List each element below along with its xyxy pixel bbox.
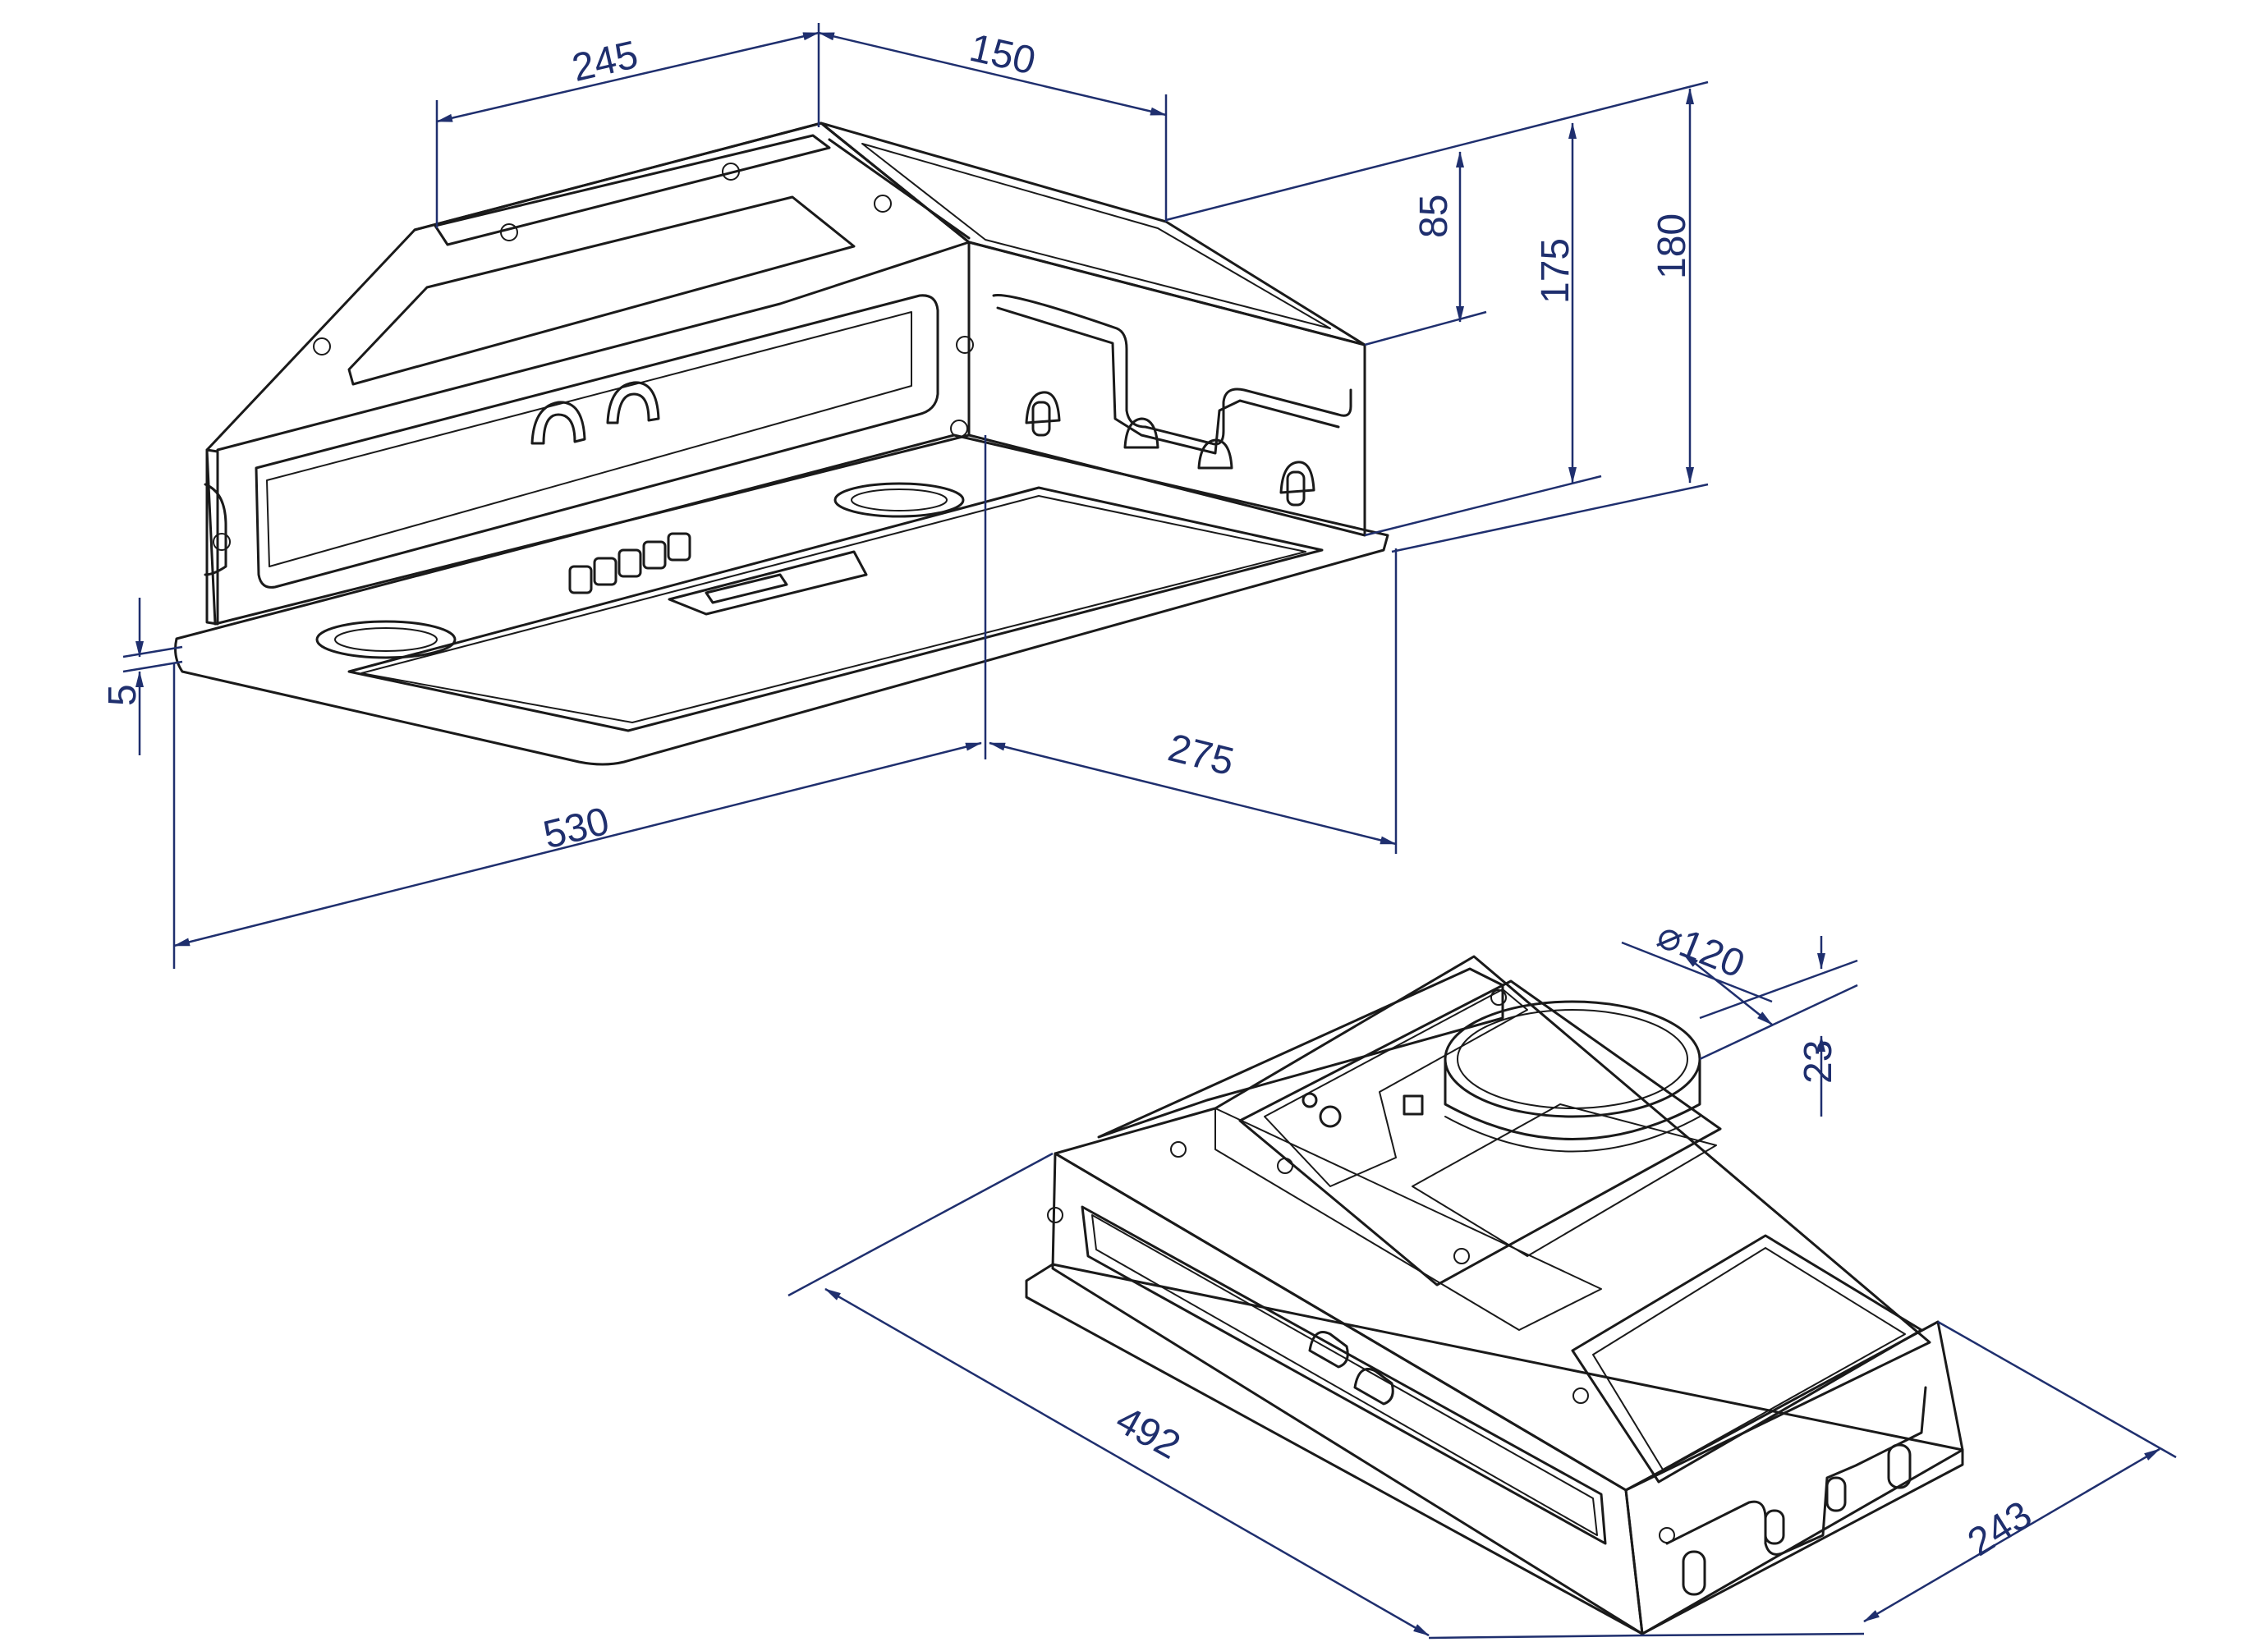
light-left (315, 620, 457, 659)
body-side (1624, 1320, 1964, 1635)
screws-bottom (1047, 989, 1675, 1543)
right-roof (820, 122, 1366, 346)
duct-top (1444, 1000, 1701, 1118)
top-view (174, 122, 1389, 766)
end-plate-left (205, 448, 219, 626)
roof-right (1571, 1234, 1923, 1484)
roof-left (1097, 967, 1504, 1139)
hook-2 (606, 381, 660, 424)
dim-530: 530 (539, 800, 614, 858)
oval-1 (1682, 1550, 1706, 1596)
control-buttons (568, 532, 691, 594)
top-crown (434, 134, 831, 246)
hook-4 (1279, 461, 1315, 494)
hook-6 (1197, 438, 1233, 470)
dimension-lines (122, 23, 2177, 1640)
left-body (205, 122, 971, 626)
screws (213, 163, 974, 551)
top-plate (1238, 979, 1722, 1287)
hook-5 (1123, 417, 1159, 449)
dim-duct-diameter: ⌀120 (1651, 913, 1751, 987)
body-top (1054, 955, 1931, 1492)
control-slot (668, 550, 868, 616)
filter-panel (347, 486, 1324, 732)
hook-1 (530, 401, 586, 445)
dim-175: 175 (1534, 238, 1577, 304)
dim-275: 275 (1164, 726, 1238, 784)
dim-245: 245 (568, 33, 642, 90)
dimension-labels: 245 150 85 175 180 5 530 275 ⌀120 23 492… (101, 26, 2040, 1565)
oval-4 (1825, 1476, 1847, 1512)
dim-85: 85 (1412, 195, 1456, 238)
dim-23: 23 (1797, 1040, 1840, 1084)
duct-wall (1444, 1057, 1701, 1140)
dim-243: 243 (1961, 1493, 2040, 1565)
oval-3 (1764, 1509, 1785, 1545)
dim-5: 5 (101, 684, 145, 706)
bottom-tray (174, 433, 1389, 766)
dim-150: 150 (966, 26, 1040, 84)
light-right (833, 482, 965, 518)
dim-180: 180 (1650, 213, 1694, 279)
hook-3 (1025, 391, 1061, 424)
